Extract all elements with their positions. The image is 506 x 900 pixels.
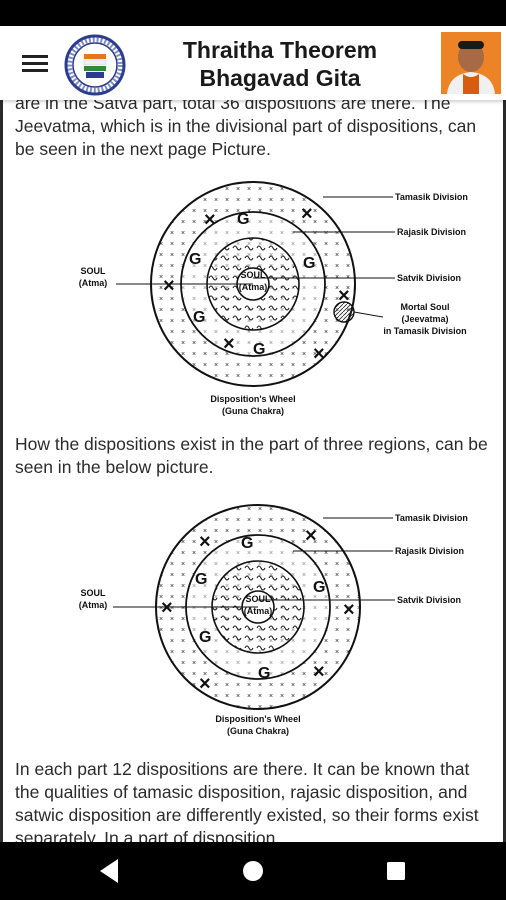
diagram2-soul-inner-line1: SOUL — [245, 594, 271, 604]
diagram2-soul-inner-line2: (Atma) — [244, 606, 273, 616]
app-bar: Thraitha Theorem Bhagavad Gita — [0, 26, 506, 100]
svg-text:×: × — [199, 673, 211, 695]
home-icon[interactable] — [223, 842, 283, 900]
svg-text:×: × — [313, 661, 325, 683]
organization-logo — [64, 34, 126, 96]
diagram1-satvik-label: Satvik Division — [397, 273, 461, 283]
app-title-line1: Thraitha Theorem — [182, 37, 378, 63]
svg-text:×: × — [305, 525, 317, 547]
diagram2-rajasik-label: Rajasik Division — [395, 546, 464, 556]
navigation-bar — [0, 842, 506, 900]
diagram1-soul-outer-line1: SOUL — [80, 266, 106, 276]
svg-text:×: × — [199, 531, 211, 553]
svg-text:G: G — [237, 211, 249, 228]
diagram2-soul-outer-line1: SOUL — [80, 588, 106, 598]
svg-text:×: × — [223, 333, 235, 355]
diagram1-tamasik-label: Tamasik Division — [395, 192, 468, 202]
menu-icon[interactable] — [20, 51, 50, 77]
svg-text:×: × — [163, 275, 175, 297]
svg-text:G: G — [241, 535, 253, 552]
status-bar — [0, 0, 506, 26]
svg-text:G: G — [199, 629, 211, 646]
paragraph-1: are in the Satva part, total 36 disposit… — [15, 100, 477, 159]
diagram2-caption-line1: Disposition's Wheel — [215, 714, 300, 724]
author-avatar[interactable] — [441, 32, 501, 94]
svg-text:G: G — [253, 341, 265, 358]
svg-text:G: G — [258, 665, 270, 682]
diagram1-soul-inner-line1: SOUL — [240, 270, 266, 280]
svg-text:×: × — [338, 285, 350, 307]
app-title-line2: Bhagavad Gita — [199, 65, 361, 91]
svg-text:×: × — [161, 597, 173, 619]
svg-text:G: G — [195, 571, 207, 588]
diagram1-soul-inner-line2: (Atma) — [239, 282, 268, 292]
diagram1-caption-line2: (Guna Chakra) — [222, 406, 284, 416]
diagram2-caption-line2: (Guna Chakra) — [227, 726, 289, 736]
back-icon[interactable] — [80, 842, 140, 900]
svg-text:G: G — [313, 579, 325, 596]
diagram1-mortal-line3: in Tamasik Division — [383, 326, 466, 336]
app-title: Thraitha Theorem Bhagavad Gita — [140, 36, 420, 92]
svg-text:×: × — [301, 203, 313, 225]
svg-text:G: G — [189, 251, 201, 268]
diagram1-soul-outer-line2: (Atma) — [79, 278, 108, 288]
diagram-guna-chakra-2: × × × × × × × G G G G G SOUL (Atma) SOUL… — [79, 504, 468, 736]
svg-text:G: G — [193, 309, 205, 326]
diagram1-rajasik-label: Rajasik Division — [397, 227, 466, 237]
diagram2-satvik-label: Satvik Division — [397, 595, 461, 605]
diagram1-caption-line1: Disposition's Wheel — [210, 394, 295, 404]
svg-text:×: × — [204, 209, 216, 231]
svg-text:×: × — [343, 599, 355, 621]
recent-apps-icon[interactable] — [366, 842, 426, 900]
content-area[interactable]: are in the Satva part, total 36 disposit… — [0, 100, 506, 842]
svg-text:×: × — [313, 343, 325, 365]
diagram2-soul-outer-line2: (Atma) — [79, 600, 108, 610]
paragraph-2: How the dispositions exist in the part o… — [15, 434, 488, 477]
diagram2-tamasik-label: Tamasik Division — [395, 513, 468, 523]
diagram1-mortal-line2: (Jeevatma) — [401, 314, 448, 324]
diagram-guna-chakra-1: × × × × × × × G G G G G SOUL (Atma) SOUL… — [79, 181, 468, 416]
diagram1-mortal-line1: Mortal Soul — [401, 302, 450, 312]
paragraph-3: In each part 12 dispositions are there. … — [15, 759, 479, 842]
svg-text:G: G — [303, 255, 315, 272]
